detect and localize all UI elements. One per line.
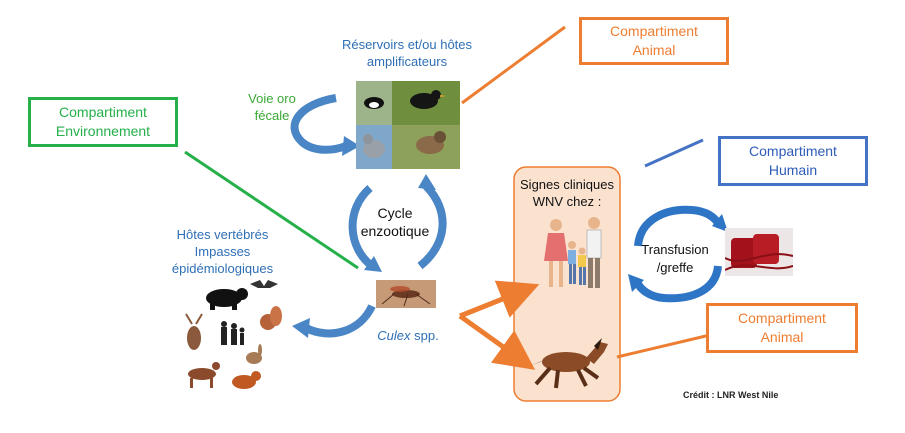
signes-line2: WNV chez : xyxy=(532,194,602,209)
hotes-line1: Hôtes vertébrés xyxy=(176,227,269,242)
link-animal-top xyxy=(461,25,566,105)
blood-bags-photo xyxy=(725,228,793,276)
compartment-animal-bottom-line2: Animal xyxy=(760,329,804,345)
compartment-animal-bottom-line1: Compartiment xyxy=(738,310,826,326)
arrow-to-horses xyxy=(458,313,536,370)
link-humain xyxy=(644,138,704,168)
transfusion-line1: Transfusion xyxy=(641,242,709,257)
bird-photos xyxy=(356,81,460,169)
horse-illustration xyxy=(528,336,614,392)
transfusion-line2: /greffe xyxy=(656,260,694,275)
credit-text: Crédit : LNR West Nile xyxy=(683,390,779,400)
family-illustration xyxy=(536,215,608,291)
compartment-environnement-line2: Environnement xyxy=(55,123,151,139)
arrow-to-humans xyxy=(459,280,540,319)
wildlife-silhouettes xyxy=(178,278,290,400)
transfusion-arrow-top xyxy=(634,205,724,247)
compartment-humain-line1: Compartiment xyxy=(749,143,837,159)
cycle-arrow-right xyxy=(417,183,447,270)
culex-genus: Culex xyxy=(377,328,411,343)
hotes-line3: épidémiologiques xyxy=(171,261,274,276)
link-environnement xyxy=(184,150,359,270)
transfusion-arrow-bottom xyxy=(632,265,722,303)
hotes-line2: Impasses xyxy=(194,244,251,259)
culex-label: Culex spp. xyxy=(366,327,450,344)
voie-label-line1: Voie oro xyxy=(248,91,296,106)
compartment-environnement-line1: Compartiment xyxy=(59,104,147,120)
oro-fecal-loop-arrow xyxy=(290,94,348,154)
compartment-humain-line2: Humain xyxy=(768,162,818,178)
compartment-animal-bottom: Compartiment Animal xyxy=(706,303,858,353)
culex-suffix: spp. xyxy=(410,328,439,343)
dead-end-arrow xyxy=(304,304,376,338)
mosquito-photo xyxy=(376,280,436,308)
voie-label-line2: fécale xyxy=(254,108,290,123)
cycle-label-line2: enzootique xyxy=(360,223,430,239)
compartment-animal-top: Compartiment Animal xyxy=(579,17,729,65)
compartment-animal-top-line2: Animal xyxy=(632,42,676,58)
cycle-label-line1: Cycle xyxy=(377,205,413,221)
compartment-environnement: Compartiment Environnement xyxy=(28,97,178,147)
cycle-arrow-left xyxy=(348,184,375,270)
compartment-animal-top-line1: Compartiment xyxy=(610,23,698,39)
compartment-humain: Compartiment Humain xyxy=(718,136,868,186)
reservoirs-title-line2: amplificateurs xyxy=(366,54,448,69)
signes-line1: Signes cliniques xyxy=(520,177,614,192)
link-animal-bottom xyxy=(616,333,711,359)
reservoirs-title-line1: Réservoirs et/ou hôtes xyxy=(341,37,473,52)
